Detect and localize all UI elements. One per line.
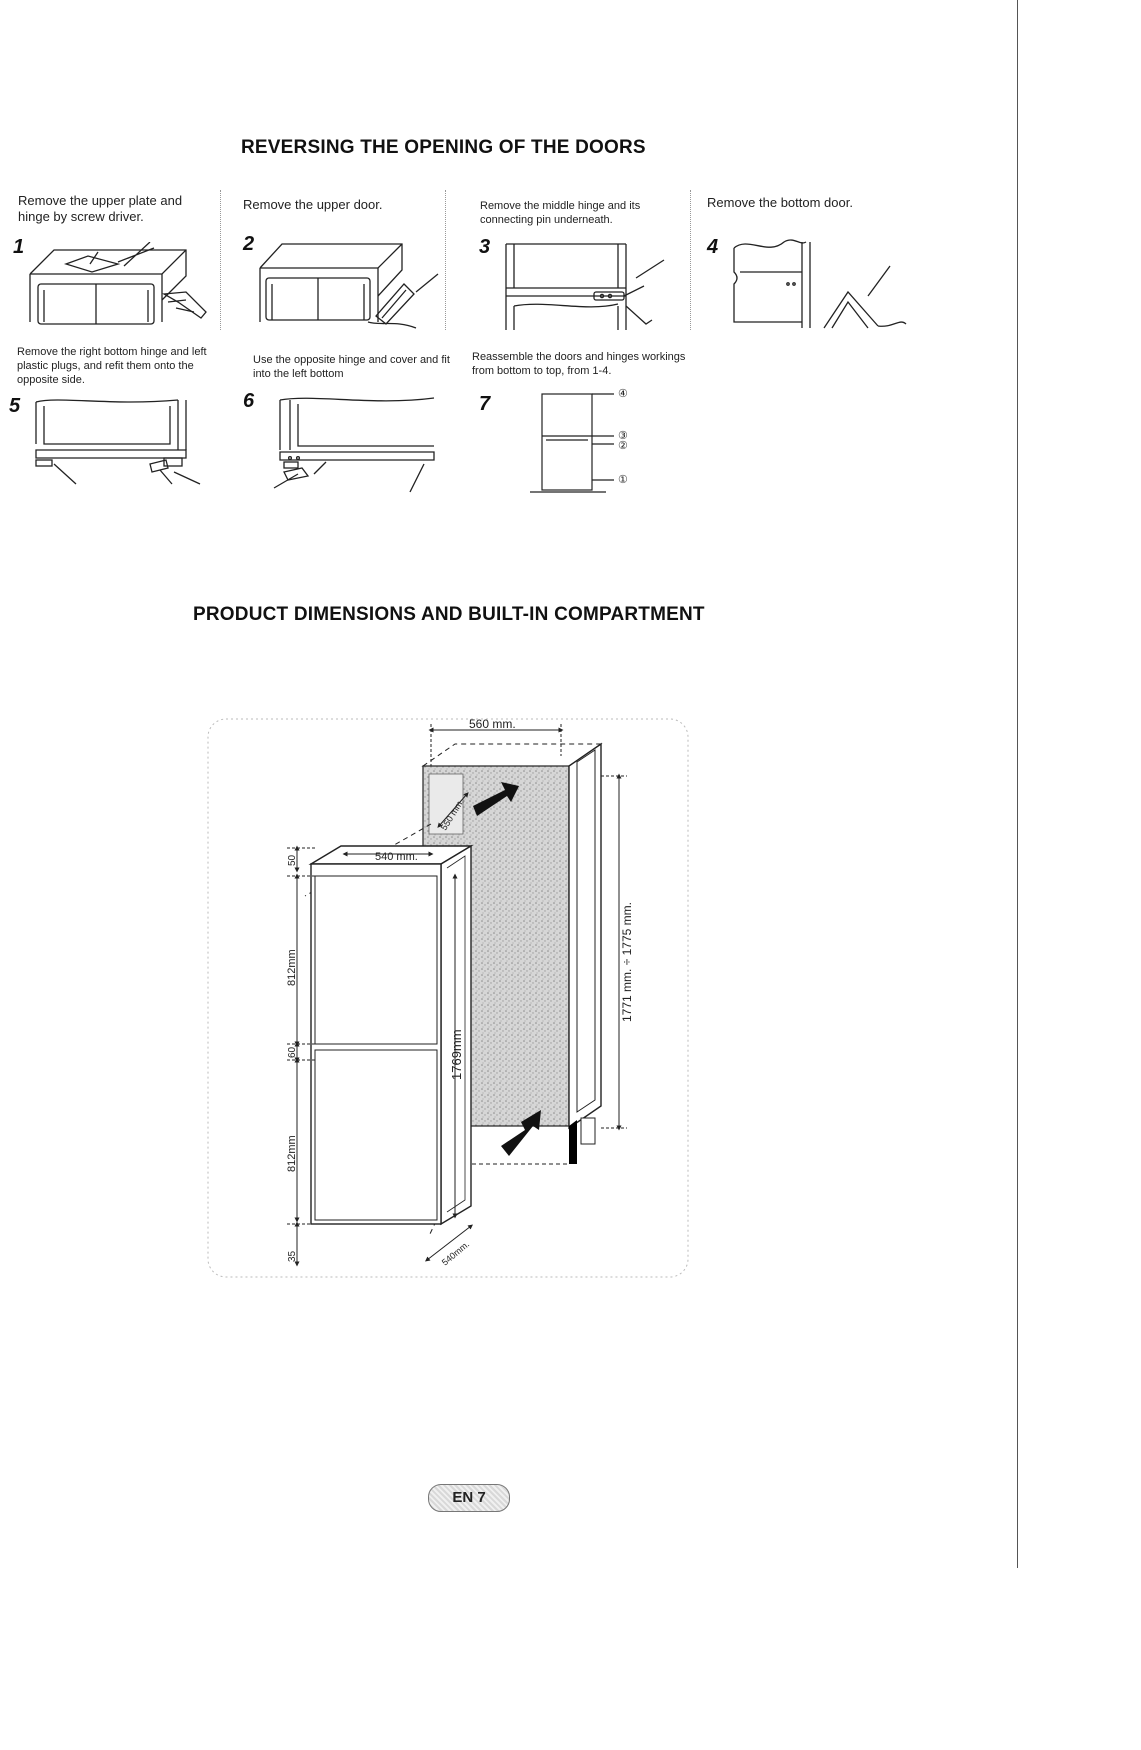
airflow-arrow-top <box>473 782 519 816</box>
dim-top-gap: 50 <box>287 854 298 866</box>
step-2-illustration <box>256 238 446 330</box>
section-title-dimensions: PRODUCT DIMENSIONS AND BUILT-IN COMPARTM… <box>193 604 705 625</box>
airflow-arrow-bottom <box>501 1110 541 1156</box>
step-5-illustration <box>30 392 220 492</box>
step-6-text: Use the opposite hinge and cover and fit… <box>253 354 450 380</box>
step-5-text: Remove the right bottom hinge and left p… <box>17 346 207 386</box>
step-1-number: 1 <box>13 236 25 258</box>
step-6-illustration <box>254 388 444 496</box>
dim-middle-gap: 60 <box>287 1046 298 1058</box>
step-5-number: 5 <box>9 395 21 417</box>
dim-niche-height: 1771 mm. ÷ 1775 mm. <box>620 902 634 1022</box>
dim-appliance-depth: 540mm. <box>440 1239 471 1268</box>
dim-appliance-height: 1769mm <box>449 1029 464 1080</box>
page-edge-line <box>1017 0 1018 1568</box>
dimensions-diagram: 560 mm. 540 mm. 550 mm. 1771 mm. ÷ 1775 … <box>205 716 695 1286</box>
step-2-text: Remove the upper door. <box>243 197 383 212</box>
page-number-badge: EN 7 <box>428 1484 510 1512</box>
hinge-label-2: ② <box>618 440 628 452</box>
dim-appliance-width: 540 mm. <box>375 851 418 863</box>
dim-upper-door: 812mm <box>286 949 298 986</box>
divider <box>220 190 221 330</box>
step-3-text: Remove the middle hinge and its connecti… <box>480 200 641 226</box>
step-3-number: 3 <box>479 236 491 258</box>
section-title-reversing: REVERSING THE OPENING OF THE DOORS <box>241 137 646 158</box>
step-7-number: 7 <box>479 393 491 415</box>
dim-lower-door: 812mm <box>286 1135 298 1172</box>
step-7-text: Reassemble the doors and hinges workings… <box>472 351 686 377</box>
hinge-label-4: ④ <box>618 388 628 400</box>
hinge-label-3: ③ <box>618 430 628 442</box>
diagram-frame <box>207 718 689 1278</box>
step-4-number: 4 <box>707 236 719 258</box>
step-4-illustration <box>728 236 918 334</box>
hinge-label-1: ① <box>618 474 628 486</box>
step-3-illustration <box>496 240 676 334</box>
divider <box>445 190 446 330</box>
step-6-number: 6 <box>243 390 255 412</box>
divider <box>690 190 691 330</box>
dim-bottom-gap: 35 <box>287 1250 298 1262</box>
step-7-illustration <box>510 386 650 496</box>
appliance-body <box>308 844 474 1226</box>
step-2-number: 2 <box>243 233 255 255</box>
dim-niche-width: 560 mm. <box>469 717 516 731</box>
step-1-text: Remove the upper plate and hinge by scre… <box>18 193 183 224</box>
step-4-text: Remove the bottom door. <box>707 195 853 210</box>
step-1-illustration <box>26 242 212 330</box>
